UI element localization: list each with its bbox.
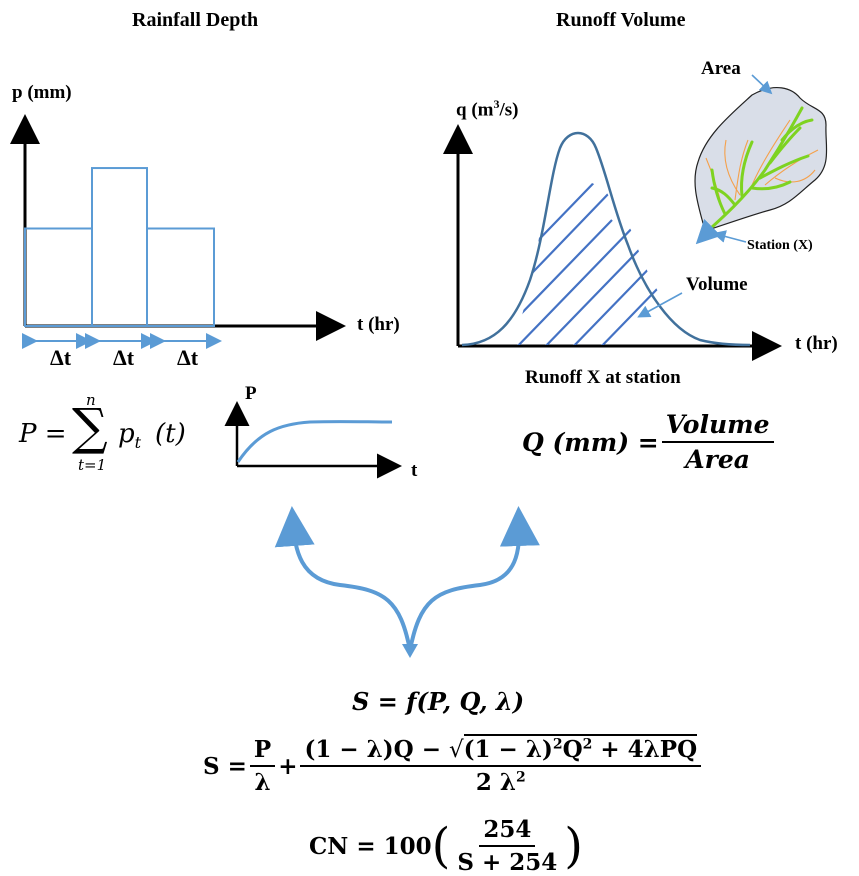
sum-upper-limit: n xyxy=(86,391,96,409)
merge-arrow-right xyxy=(408,506,540,651)
sum-argument: (t) xyxy=(155,419,186,449)
p-over-lambda: P λ xyxy=(249,736,276,796)
cumulative-x-label: t xyxy=(411,460,418,481)
sum-term: pt xyxy=(118,419,142,453)
q-fraction: Volume Area xyxy=(661,410,774,474)
hydrograph-curve xyxy=(461,131,751,347)
cn-close-paren: ) xyxy=(564,818,584,874)
volume-pointer xyxy=(637,292,683,318)
outlet-arrow xyxy=(695,218,722,245)
area-pointer xyxy=(751,74,773,95)
delta-t-label-1: Δt xyxy=(50,345,72,370)
volume-hatch xyxy=(512,178,705,345)
merge-arrow-tip xyxy=(402,644,418,658)
big-denominator: 2 λ2 xyxy=(475,769,526,796)
rainfall-chart xyxy=(9,114,346,349)
merge-arrow-left xyxy=(274,506,412,651)
q-lhs: Q (mm) = xyxy=(522,427,659,457)
catchment-illustration xyxy=(694,74,828,245)
rainfall-bars xyxy=(24,167,215,327)
cumulative-curve xyxy=(236,420,393,463)
sum-term-sub: t xyxy=(134,433,142,453)
sum-lhs: P = xyxy=(19,419,67,449)
cn-fraction: 254 S + 254 xyxy=(457,816,558,876)
rainfall-title: Rainfall Depth xyxy=(132,9,259,31)
cn-formula: CN = 100 ( 254 S + 254 ) xyxy=(309,816,583,876)
s-formula: S = P λ + (1 − λ)Q − √(1 − λ)2Q2 + 4λPQ … xyxy=(203,734,704,796)
rainfall-y-label: p (mm) xyxy=(12,82,72,103)
station-pointer xyxy=(712,230,747,243)
station-label: Station (X) xyxy=(747,238,813,253)
runoff-chart xyxy=(443,124,782,361)
rainfall-bar xyxy=(91,167,148,327)
catchment-area xyxy=(694,87,828,232)
delta-t-label-2: Δt xyxy=(113,345,135,370)
s-lhs: S = xyxy=(203,752,247,780)
q-denominator: Area xyxy=(685,445,750,474)
q-formula: Q (mm) = Volume Area xyxy=(522,410,777,474)
big-fraction: (1 − λ)Q − √(1 − λ)2Q2 + 4λPQ 2 λ2 xyxy=(300,734,702,796)
s-function: S = f(P, Q, λ) xyxy=(352,687,525,716)
area-label: Area xyxy=(701,58,741,79)
cn-lhs: CN = 100 xyxy=(309,832,432,860)
sum-lower-limit: t=1 xyxy=(78,456,107,474)
q-numerator: Volume xyxy=(661,410,774,443)
rainfall-bar xyxy=(24,227,93,327)
runoff-caption: Runoff X at station xyxy=(525,367,681,388)
runoff-y-label: q (m3/s) xyxy=(456,97,519,121)
plus-sign: + xyxy=(278,752,298,780)
big-numerator: (1 − λ)Q − √(1 − λ)2Q2 + 4λPQ xyxy=(300,734,702,767)
rainfall-x-label: t (hr) xyxy=(357,314,400,335)
rainfall-bar xyxy=(146,227,215,327)
cn-open-paren: ( xyxy=(431,818,451,874)
volume-label: Volume xyxy=(686,274,748,295)
runoff-x-label: t (hr) xyxy=(795,333,838,354)
cumulative-chart xyxy=(224,401,402,479)
cumulative-y-label: P xyxy=(245,383,257,404)
sum-sigma: ∑ xyxy=(72,398,108,456)
runoff-title: Runoff Volume xyxy=(556,9,686,31)
delta-t-label-3: Δt xyxy=(177,345,199,370)
